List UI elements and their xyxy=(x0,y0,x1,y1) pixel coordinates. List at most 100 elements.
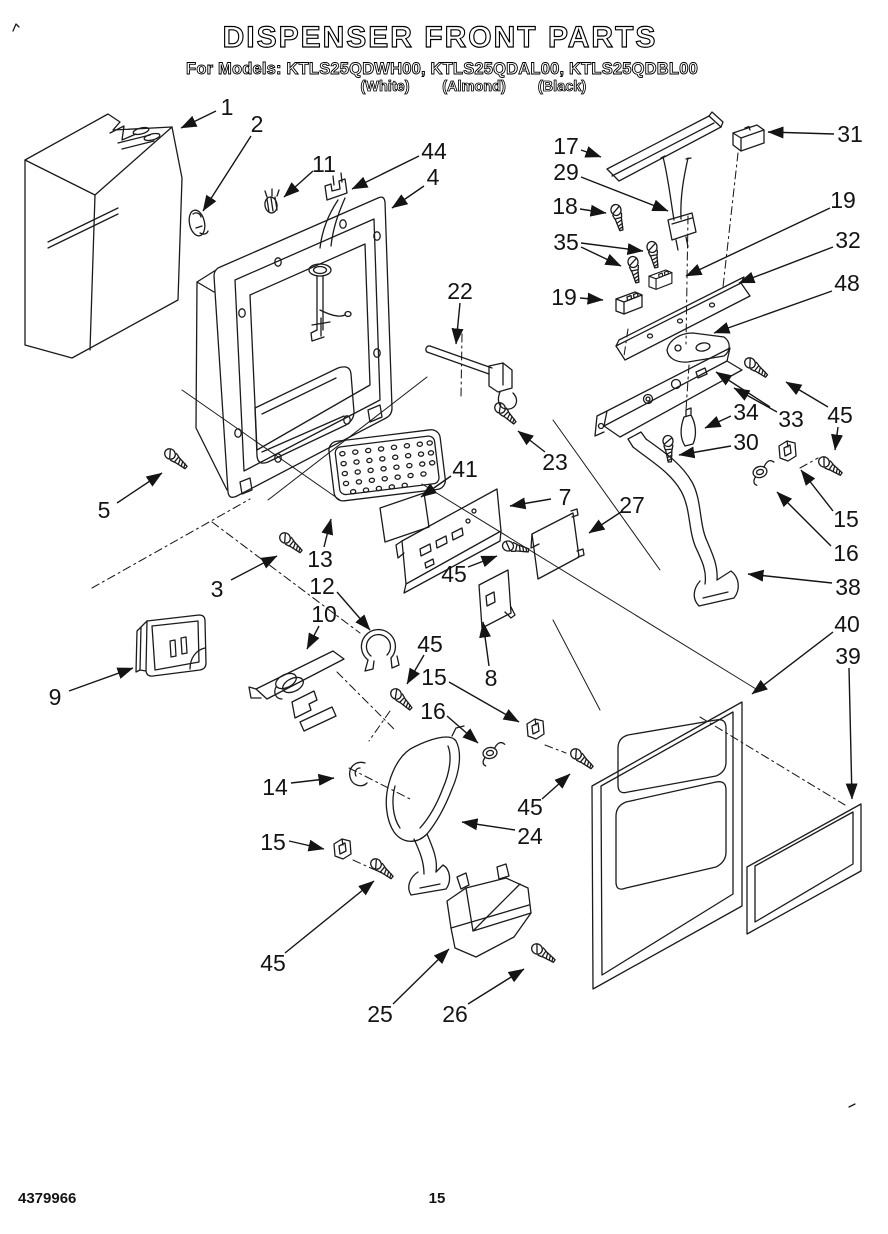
part-45-screw-center xyxy=(500,539,531,556)
part-35-screw-a xyxy=(645,239,662,270)
part-14-retainer-clip xyxy=(349,761,368,787)
part-5-screw xyxy=(161,445,190,472)
models-line: For Models: KTLS25QDWH00, KTLS25QDAL00, … xyxy=(186,60,698,78)
part-16-spring-mid xyxy=(479,741,509,767)
leader-line-44 xyxy=(351,155,420,190)
part-35-screw-b xyxy=(626,254,643,285)
leader-line-24 xyxy=(461,818,516,831)
callout-22: 22 xyxy=(447,278,473,304)
part-8-cover-plate xyxy=(478,569,516,629)
part-18-screw xyxy=(609,202,627,233)
callout-15: 15 xyxy=(260,829,286,855)
leader-line-15 xyxy=(288,839,325,852)
part-44-harness-clip xyxy=(324,172,348,201)
part-17-trim-channel xyxy=(606,111,724,182)
leader-line-16 xyxy=(776,491,832,547)
callout-19: 19 xyxy=(551,284,577,310)
leader-line-35 xyxy=(580,242,644,255)
callout-5: 5 xyxy=(98,497,111,523)
alignment-lines xyxy=(91,152,846,875)
part-11-clip xyxy=(264,188,280,214)
callout-33: 33 xyxy=(778,406,804,432)
leader-line-14 xyxy=(290,773,335,786)
callout-17: 17 xyxy=(553,133,579,159)
callout-30: 30 xyxy=(733,429,759,455)
part-23-screw xyxy=(491,399,520,428)
callout-24: 24 xyxy=(517,823,543,849)
callout-45: 45 xyxy=(260,950,286,976)
diagram-art xyxy=(12,23,862,1108)
leader-line-45 xyxy=(541,773,571,800)
part-33-channel-bracket xyxy=(594,347,743,438)
part-10-bracket xyxy=(248,650,345,732)
header: DISPENSER FRONT PARTS For Models: KTLS25… xyxy=(186,20,699,96)
callout-32: 32 xyxy=(835,227,861,253)
callout-31: 31 xyxy=(837,121,863,147)
part-3-screw xyxy=(276,529,305,556)
leader-line-31 xyxy=(767,126,835,139)
leader-line-9 xyxy=(68,667,134,692)
leader-line-32 xyxy=(738,246,834,284)
callout-15: 15 xyxy=(833,506,859,532)
callout-1: 1 xyxy=(221,94,234,120)
part-1-dispenser-housing xyxy=(24,113,183,359)
leader-line-45 xyxy=(831,426,843,451)
leader-line-18 xyxy=(579,204,607,217)
finish-labels: (White)(Almond)(Black) xyxy=(360,79,587,96)
callout-14: 14 xyxy=(262,774,288,800)
callout-45: 45 xyxy=(827,402,853,428)
leader-line-29 xyxy=(580,176,669,212)
callout-41: 41 xyxy=(452,456,478,482)
part-7-control-bracket xyxy=(395,488,502,594)
part-24-actuator-lever xyxy=(385,725,465,896)
leader-line-16 xyxy=(446,715,479,744)
callout-45: 45 xyxy=(441,561,467,587)
callout-45: 45 xyxy=(517,794,543,820)
part-38-actuator-arm xyxy=(627,431,739,607)
finish-label-3: (Black) xyxy=(538,79,587,95)
leader-line-17 xyxy=(580,146,602,158)
leader-line-26 xyxy=(467,968,525,1005)
part-25-drip-tray xyxy=(446,863,532,958)
callout-13: 13 xyxy=(307,546,333,572)
part-22-fill-tube xyxy=(425,345,518,410)
leader-line-7 xyxy=(509,497,552,510)
catalog-number: 4379966 xyxy=(18,1190,76,1207)
leader-line-15 xyxy=(448,681,520,723)
part-27-bracket xyxy=(530,508,585,580)
callout-11: 11 xyxy=(312,151,336,177)
page-number: 15 xyxy=(429,1190,446,1207)
part-13-keypad xyxy=(328,429,446,502)
callout-25: 25 xyxy=(367,1001,393,1027)
callout-44: 44 xyxy=(421,138,447,164)
leader-line-33 xyxy=(715,371,771,408)
print-marks xyxy=(12,23,856,1108)
leader-line-35 xyxy=(580,246,622,267)
leader-line-19 xyxy=(685,207,831,277)
part-30-screw xyxy=(661,434,676,464)
callout-27: 27 xyxy=(619,492,645,518)
part-26-screw xyxy=(528,941,558,966)
callout-4: 4 xyxy=(427,164,440,190)
part-45-screw-right-top xyxy=(741,355,771,381)
finish-label-1: (White) xyxy=(360,79,409,95)
leader-line-48 xyxy=(713,290,833,334)
leader-line-25 xyxy=(392,948,450,1005)
part-40-front-panel xyxy=(591,701,743,990)
part-15-clip-mid xyxy=(526,718,545,740)
callout-19: 19 xyxy=(830,187,856,213)
leader-line-4 xyxy=(391,185,425,209)
part-45-screw-mid xyxy=(387,685,416,714)
leader-line-22 xyxy=(451,302,464,345)
part-29-wire-harness xyxy=(660,155,697,251)
leader-line-38 xyxy=(747,569,833,584)
part-41-label-plate xyxy=(379,492,430,543)
callout-18: 18 xyxy=(552,193,578,219)
part-45-screw-right-bottom xyxy=(815,454,845,479)
leader-line-15 xyxy=(800,469,834,512)
leader-line-33 xyxy=(733,387,778,413)
part-15-clip-right xyxy=(778,440,797,462)
